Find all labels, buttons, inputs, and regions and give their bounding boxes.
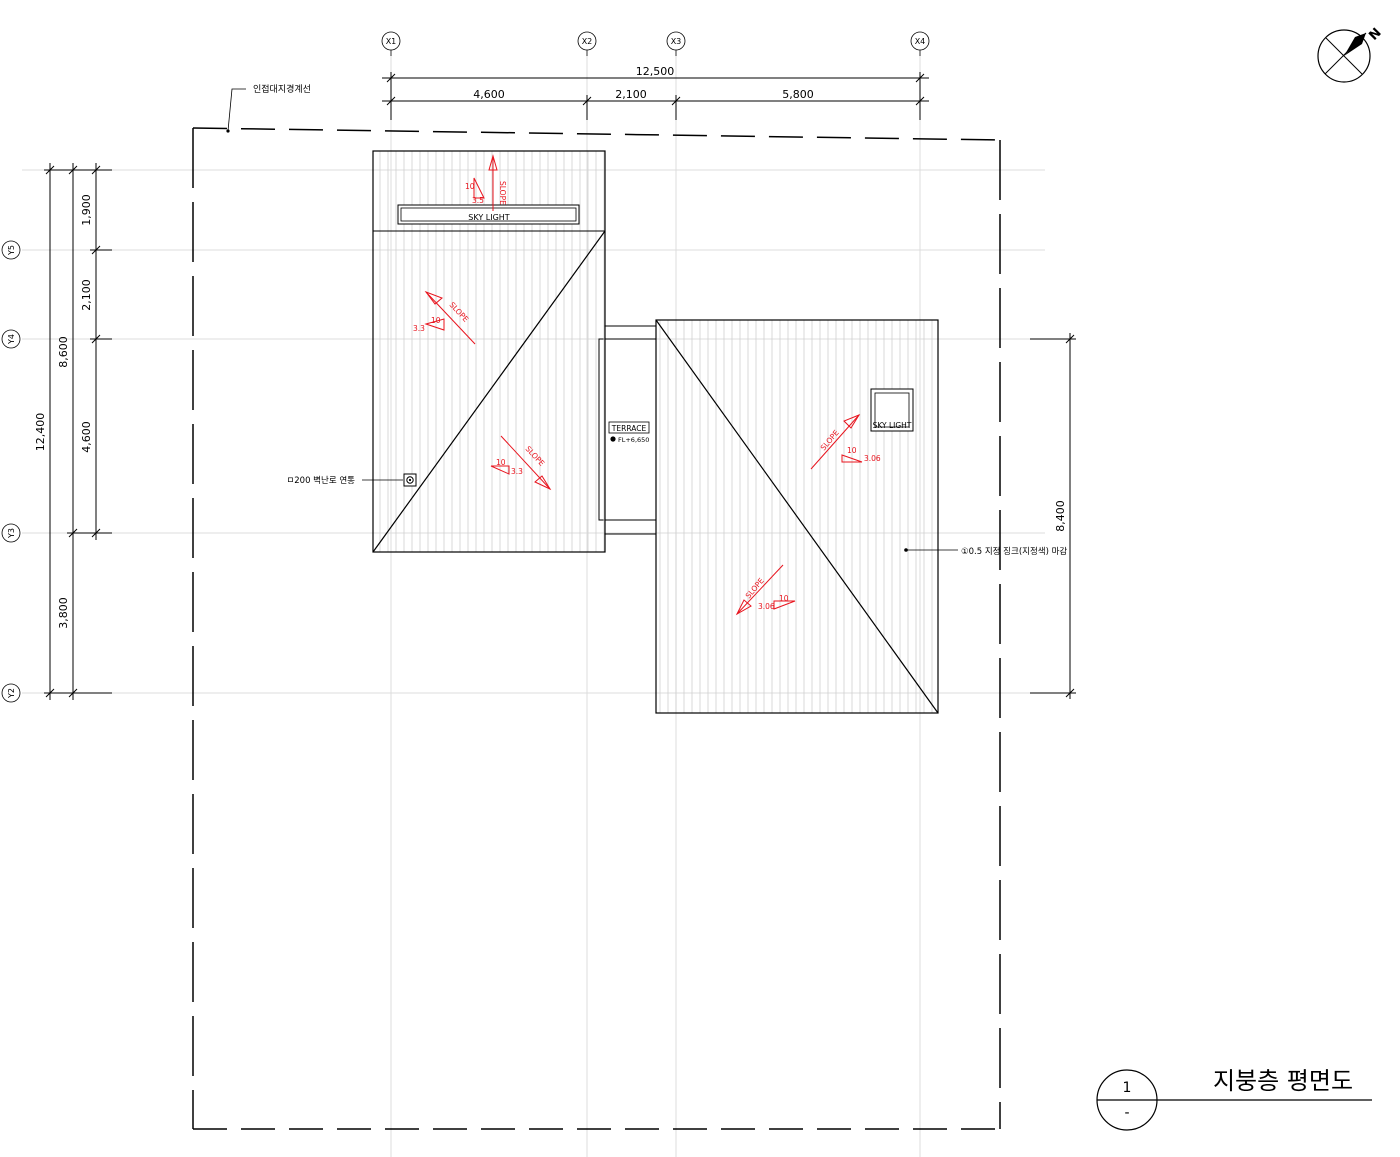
slope-run-3: 3.3 [511, 467, 523, 476]
grid-bubble-y4: Y4 [7, 334, 16, 345]
dim-top-2: 2,100 [615, 88, 647, 101]
dim-left-mid: 8,600 [57, 336, 70, 368]
terrace-label-box [608, 421, 650, 434]
north-label: N [1366, 25, 1384, 43]
boundary-leader: 인접대지경계선 [226, 83, 311, 133]
grid-bubble-y5: Y5 [7, 245, 16, 256]
site-boundary [192, 127, 1001, 1130]
left-dimensions [44, 163, 112, 700]
zinc-label: ①0.5 지정 징크(지정색) 마감 [961, 546, 1067, 557]
dim-left-1: 1,900 [80, 194, 93, 226]
grid-bubble-y2: Y2 [7, 688, 16, 699]
dim-left-2: 2,100 [80, 279, 93, 311]
skylight-label-left: SKY LIGHT [468, 213, 510, 222]
dim-right: 8,400 [1054, 500, 1067, 532]
slope-rise-4: 10 [847, 446, 857, 455]
slope-word-1: SLOPE [498, 181, 507, 205]
zinc-leader [904, 548, 958, 552]
slope-rise-1: 10 [465, 182, 475, 191]
terrace-label: TERRACE [611, 424, 647, 433]
chimney-icon [362, 473, 417, 487]
slope-rise-5: 10 [779, 594, 789, 603]
roof-left [372, 150, 606, 553]
roof-right [655, 319, 939, 714]
terrace-level: FL+6,650 [618, 436, 649, 444]
dim-top-1: 4,600 [473, 88, 505, 101]
slope-run-5: 3.06 [758, 602, 775, 611]
slope-rise-2: 10 [431, 316, 441, 325]
dim-top-total: 12,500 [636, 65, 675, 78]
slope-arrows [424, 154, 863, 616]
grid-bubble-x2: X2 [582, 37, 593, 46]
title-block [1096, 1069, 1372, 1131]
top-dimensions [382, 72, 929, 120]
dim-left-total: 12,400 [34, 413, 47, 452]
dim-top-3: 5,800 [782, 88, 814, 101]
north-arrow-icon [1317, 29, 1371, 83]
drawing-title: 지붕층 평면도 [1213, 1067, 1353, 1095]
right-dimension [1030, 333, 1076, 699]
level-marker-icon [610, 436, 616, 442]
grid-bubble-x1: X1 [386, 37, 397, 46]
slope-run-4: 3.06 [864, 454, 881, 463]
chimney-label: ㅁ200 벽난로 연통 [286, 475, 355, 486]
column-bubbles [381, 31, 930, 56]
slope-run-1: 3.5 [472, 196, 484, 205]
boundary-label: 인접대지경계선 [253, 83, 311, 95]
drawing-number: 1 [1123, 1080, 1132, 1096]
grid-bubble-x4: X4 [915, 37, 926, 46]
dim-left-3: 4,600 [80, 421, 93, 453]
drawing-scale: - [1124, 1105, 1129, 1121]
dim-left-4: 3,800 [57, 597, 70, 629]
grid-bubble-y3: Y3 [7, 528, 16, 539]
slope-run-2: 3.3 [413, 324, 425, 333]
slope-rise-3: 10 [496, 458, 506, 467]
row-bubbles [1, 240, 21, 703]
skylight-label-right: SKY LIGHT [873, 421, 912, 430]
grid-bubble-x3: X3 [671, 37, 682, 46]
